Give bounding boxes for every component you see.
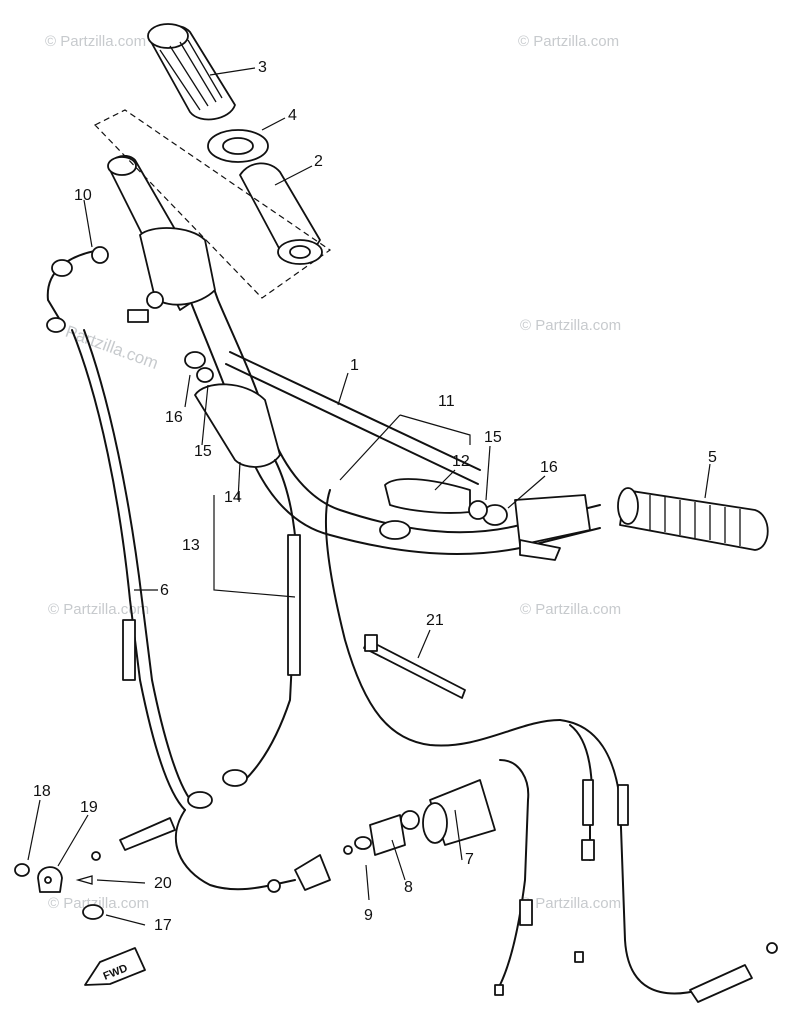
left-throttle-grip	[107, 155, 216, 323]
callout-7: 7	[465, 851, 474, 868]
watermark-top-left: © Partzilla.com	[45, 33, 146, 50]
callout-19: 19	[80, 799, 98, 816]
callout-16-left: 16	[165, 409, 183, 426]
handlebar	[174, 249, 601, 555]
explode-bracket	[94, 109, 332, 299]
watermark-mid-right-2: © Partzilla.com	[520, 601, 621, 618]
callout-8: 8	[404, 879, 413, 896]
callout-18: 18	[33, 783, 51, 800]
cable-fittings	[46, 246, 778, 1003]
right-grip	[617, 487, 769, 551]
callout-10: 10	[74, 187, 92, 204]
watermark-mid-right: © Partzilla.com	[520, 317, 621, 334]
callout-11: 11	[438, 393, 455, 410]
watermark-bottom-right: © Partzilla.com	[520, 895, 621, 912]
exploded-grip-set	[147, 23, 323, 265]
callout-labels: 3 4 2 10 1 11 15 12 16 5 16 15 14 13 6 2…	[33, 59, 717, 934]
callout-4: 4	[288, 107, 297, 124]
watermark-mid-left: © Partzilla.com	[48, 601, 149, 618]
callout-15-right: 15	[484, 429, 502, 446]
callout-12: 12	[452, 453, 470, 470]
watermark-bottom-left: © Partzilla.com	[48, 895, 149, 912]
callout-6: 6	[160, 582, 169, 599]
callout-1: 1	[350, 357, 359, 374]
callout-9: 9	[364, 907, 373, 924]
left-lever-area	[184, 351, 281, 468]
callout-14: 14	[224, 489, 242, 506]
callout-3: 3	[258, 59, 267, 76]
fwd-arrow-icon: FWD	[84, 947, 146, 986]
right-lever-area	[379, 478, 591, 561]
watermark-top-right: © Partzilla.com	[518, 33, 619, 50]
cable-tie	[363, 634, 466, 699]
callout-21: 21	[426, 612, 444, 629]
callout-5: 5	[708, 449, 717, 466]
throttle-housing	[343, 779, 496, 856]
callout-15-left: 15	[194, 443, 212, 460]
callout-17: 17	[154, 917, 172, 934]
callout-20: 20	[154, 875, 172, 892]
callout-16-right: 16	[540, 459, 558, 476]
leader-lines	[27, 67, 711, 926]
small-parts	[14, 863, 104, 920]
callout-2: 2	[314, 153, 323, 170]
callout-13: 13	[182, 537, 200, 554]
